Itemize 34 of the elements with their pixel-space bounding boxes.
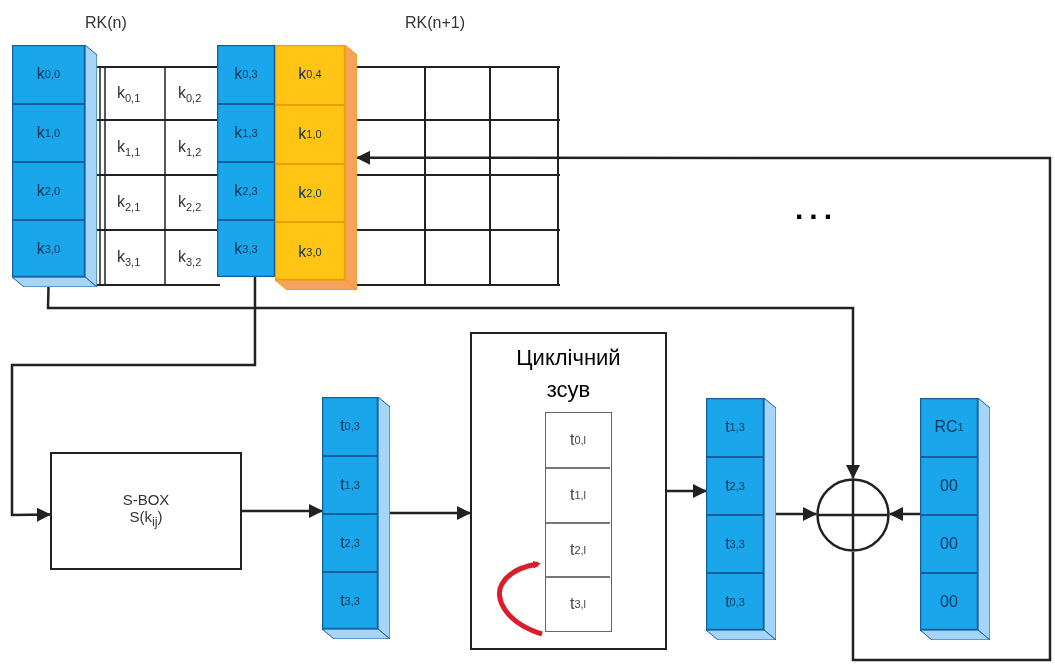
box-label: S-BOX S(k$_{ij}$) <box>121 491 171 529</box>
box-title: Циклічний зсув <box>515 344 622 404</box>
process-box <box>50 452 242 570</box>
key-column <box>217 45 275 277</box>
key-value: k$_{2,1}$ <box>117 193 141 214</box>
arrow <box>390 506 471 520</box>
key-value: k$_{1,2}$ <box>178 138 202 159</box>
key-column <box>12 45 97 287</box>
arrow <box>667 484 707 498</box>
byte-value: 00 <box>920 456 978 514</box>
key-value: k$_{3,1}$ <box>117 248 141 269</box>
byte-column <box>322 397 390 639</box>
arrow <box>356 150 1052 662</box>
process-box <box>470 332 667 650</box>
byte-value: 00 <box>920 572 978 630</box>
byte-column <box>706 398 776 640</box>
key-value: k$_{1,1}$ <box>117 138 141 159</box>
key-value: k$_{0,1}$ <box>117 84 141 105</box>
byte-value: 00 <box>920 514 978 572</box>
byte-column <box>920 398 990 640</box>
arrow <box>10 277 257 522</box>
xor-symbol <box>816 478 890 552</box>
new-key-column <box>275 45 357 290</box>
key-value: k$_{3,2}$ <box>178 248 202 269</box>
key-value: k$_{0,2}$ <box>178 84 202 105</box>
section-label: RK(n+1) <box>405 14 466 32</box>
arrow <box>776 507 817 521</box>
section-label: RK(n) <box>85 14 127 32</box>
byte-column <box>545 412 612 632</box>
ellipsis: ... <box>795 192 838 226</box>
arrow <box>242 504 323 518</box>
arrow <box>46 286 860 479</box>
key-value: k$_{2,2}$ <box>178 193 202 214</box>
arrow <box>889 507 920 521</box>
